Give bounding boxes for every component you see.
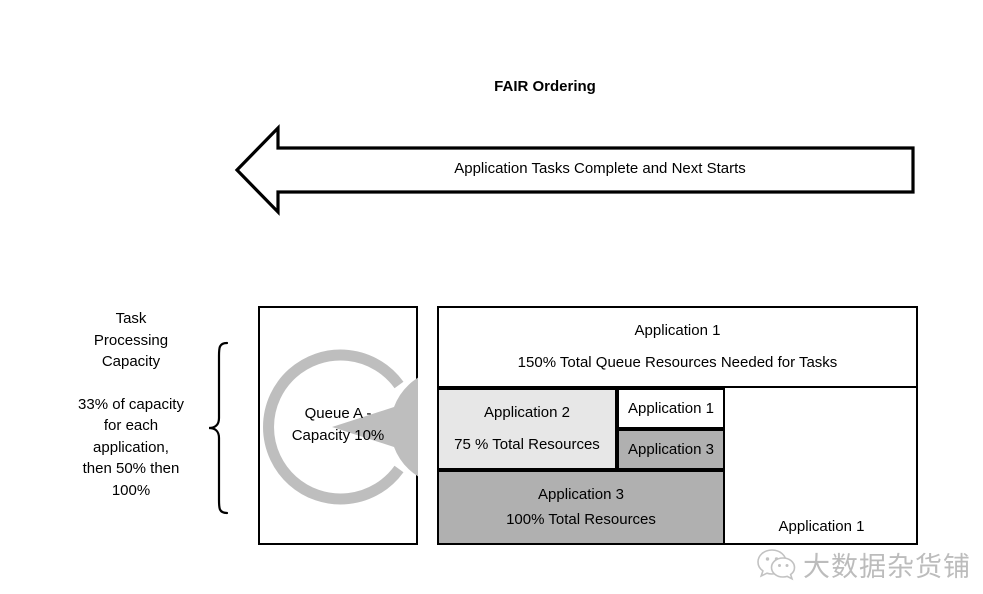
block-application-1-top-detail: 150% Total Queue Resources Needed for Ta… — [517, 354, 838, 371]
queue-label: Queue A - Capacity 10% — [258, 403, 418, 447]
block-application-1-top[interactable]: Application 1 150% Total Queue Resources… — [437, 306, 918, 388]
capacity-body-line2: for each — [103, 417, 159, 434]
wechat-icon — [757, 549, 796, 581]
capacity-body-line5: 100% — [111, 481, 151, 499]
curly-brace-icon — [205, 340, 231, 516]
page-title: FAIR Ordering — [494, 78, 596, 95]
capacity-body-line1: 33% of capacity — [78, 395, 184, 413]
queue-label-line2: Capacity 10% — [291, 427, 385, 444]
block-application-1-top-name: Application 1 — [634, 322, 721, 339]
capacity-heading-line1: Task — [115, 310, 147, 327]
capacity-heading-line2: Processing — [93, 331, 169, 349]
block-application-3-small[interactable]: Application 3 — [617, 429, 725, 470]
queue-label-line1: Queue A - — [304, 405, 372, 422]
left-arrow-icon — [234, 124, 915, 216]
block-application-1-small-name: Application 1 — [628, 399, 714, 417]
block-application-3-big-name: Application 3 — [538, 486, 624, 503]
flow-arrow — [234, 124, 916, 216]
block-application-2-detail: 75 % Total Resources — [454, 436, 600, 453]
block-application-2-name: Application 2 — [484, 404, 570, 421]
flow-arrow-label: Application Tasks Complete and Next Star… — [454, 160, 746, 177]
block-application-1-bottom-right-label: Application 1 — [778, 518, 865, 535]
block-application-2[interactable]: Application 2 75 % Total Resources — [437, 388, 617, 470]
capacity-body-line4: then 50% then — [82, 460, 180, 477]
capacity-body-line3: application, — [93, 438, 169, 456]
watermark-text: 大数据杂货铺 — [803, 551, 971, 582]
capacity-note: Task Processing Capacity 33% of capacity… — [55, 308, 207, 501]
capacity-heading-line3: Capacity — [101, 353, 161, 370]
block-application-1-small[interactable]: Application 1 — [617, 388, 725, 429]
block-application-3-big-detail: 100% Total Resources — [506, 511, 656, 528]
watermark: 大数据杂货铺 — [757, 541, 983, 587]
block-application-3-small-name: Application 3 — [628, 440, 714, 458]
block-application-3-big[interactable]: Application 3 100% Total Resources — [437, 470, 725, 545]
